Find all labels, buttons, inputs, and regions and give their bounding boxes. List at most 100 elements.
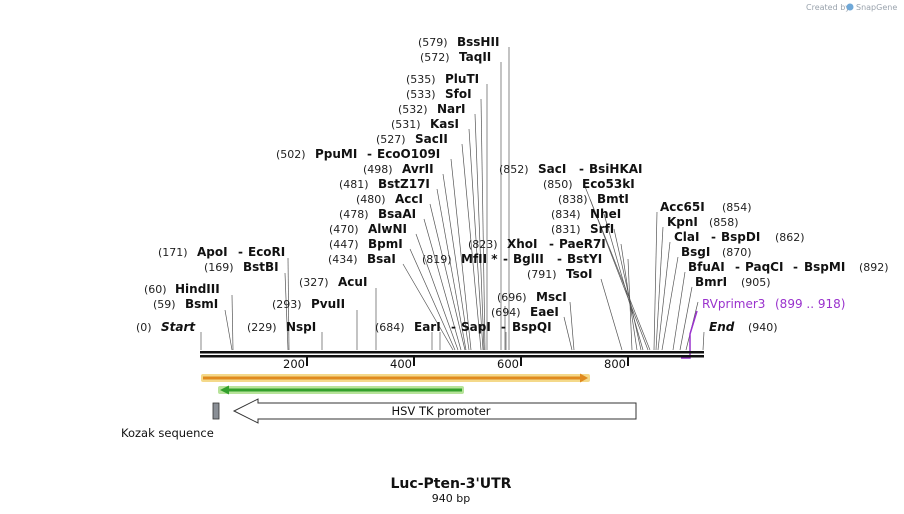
site-pos: (852) — [499, 163, 529, 176]
ruler-tick — [520, 357, 522, 366]
site-name: BpmI — [368, 237, 403, 251]
site-pos: (834) — [551, 208, 581, 221]
site-name: BsaAI — [378, 207, 416, 221]
credit-brand: SnapGene — [856, 3, 897, 12]
site-name-2: BsiHKAI — [589, 162, 643, 176]
site-labels: (579) BssHII (572) TaqII (535) PluTI (53… — [136, 35, 889, 334]
site-pos: (819) — [422, 253, 452, 266]
site-pos: (327) — [299, 276, 329, 289]
site-name: AccI — [395, 192, 423, 206]
backbone — [200, 351, 704, 358]
site-name: MfII * — [461, 252, 498, 266]
site-name: BfuAI — [688, 260, 725, 274]
site-name: BsgI — [681, 245, 710, 259]
site-name: BsmI — [185, 297, 218, 311]
site-name-2: BglII — [513, 252, 544, 266]
site-name: NspI — [286, 320, 316, 334]
site-name-3: BspQI — [512, 320, 552, 334]
site-name: BstBI — [243, 260, 279, 274]
primer-range: (899 .. 918) — [775, 297, 845, 311]
ruler-tick — [413, 357, 415, 366]
svg-text:-: - — [557, 252, 562, 266]
site-pos: (850) — [543, 178, 573, 191]
site-pos: (838) — [558, 193, 588, 206]
site-name-2: PaqCI — [745, 260, 783, 274]
site-pos: (527) — [376, 133, 406, 146]
site-pos: (60) — [144, 283, 167, 296]
site-pos: (169) — [204, 261, 234, 274]
svg-text:-: - — [238, 245, 243, 259]
site-pos: (478) — [339, 208, 369, 221]
primer-marker — [681, 310, 698, 359]
sequence-title: Luc-Pten-3'UTR — [391, 476, 512, 492]
site-name: Acc65I — [660, 200, 705, 214]
ruler-label: 800 — [604, 357, 626, 371]
site-name: TsoI — [566, 267, 592, 281]
svg-text:-: - — [793, 260, 798, 274]
end-pos: (940) — [748, 321, 778, 334]
site-name: SfoI — [445, 87, 472, 101]
svg-text:-: - — [451, 320, 456, 334]
site-pos: (579) — [418, 36, 448, 49]
site-name: SrfI — [590, 222, 614, 236]
site-name: BmtI — [597, 192, 629, 206]
site-name: SacI — [538, 162, 566, 176]
svg-text:-: - — [549, 237, 554, 251]
site-name: TaqII — [459, 50, 491, 64]
ruler-tick — [627, 357, 629, 366]
orf-arrow — [201, 373, 590, 383]
site-name: XhoI — [507, 237, 538, 251]
site-name: KasI — [430, 117, 459, 131]
ruler-label: 600 — [497, 357, 519, 371]
site-pos: (447) — [329, 238, 359, 251]
site-pos: (862) — [775, 231, 805, 244]
feature-label: Kozak sequence — [121, 426, 214, 440]
site-name: AlwNI — [368, 222, 407, 236]
ruler-label: 400 — [390, 357, 412, 371]
site-name: Eco53kI — [582, 177, 635, 191]
site-name-2: PaeR7I — [559, 237, 606, 251]
site-pos: (481) — [339, 178, 369, 191]
svg-text:-: - — [501, 320, 506, 334]
ruler: 200 400 600 800 — [283, 357, 629, 371]
svg-text:-: - — [367, 147, 372, 161]
site-pos: (831) — [551, 223, 581, 236]
site-name: PpuMI — [315, 147, 357, 161]
site-pos: (684) — [375, 321, 405, 334]
site-pos: (870) — [722, 246, 752, 259]
start-label: Start — [161, 320, 196, 334]
site-name-2: SapI — [461, 320, 491, 334]
site-name: HindIII — [175, 282, 220, 296]
site-pos: (470) — [329, 223, 359, 236]
site-name: EarI — [414, 320, 441, 334]
primer-label: RVprimer3 — [702, 297, 765, 311]
svg-text:-: - — [735, 260, 740, 274]
site-pos: (854) — [722, 201, 752, 214]
site-name: BstZ17I — [378, 177, 430, 191]
site-name: AcuI — [338, 275, 367, 289]
site-pos: (694) — [491, 306, 521, 319]
site-pos: (791) — [527, 268, 557, 281]
start-pos: (0) — [136, 321, 152, 334]
site-pos: (533) — [406, 88, 436, 101]
credit: Created by SnapGene — [806, 3, 897, 12]
site-pos: (858) — [709, 216, 739, 229]
site-pos: (696) — [497, 291, 527, 304]
site-name: BssHII — [457, 35, 499, 49]
site-pos: (59) — [153, 298, 176, 311]
site-name: AvrII — [402, 162, 434, 176]
kozak-feature: Kozak sequence — [121, 402, 220, 440]
site-name: PvuII — [311, 297, 345, 311]
snapgene-logo-icon — [846, 3, 854, 11]
site-name-2: EcoRI — [248, 245, 285, 259]
site-name: KpnI — [667, 215, 698, 229]
site-pos: (171) — [158, 246, 188, 259]
site-name: BmrI — [695, 275, 727, 289]
site-name: BsaI — [367, 252, 396, 266]
credit-text: Created by — [806, 3, 850, 12]
site-name: NheI — [590, 207, 621, 221]
site-pos: (480) — [356, 193, 386, 206]
site-pos: (498) — [363, 163, 393, 176]
hsv-tk-promoter-feature: HSV TK promoter — [232, 398, 637, 424]
